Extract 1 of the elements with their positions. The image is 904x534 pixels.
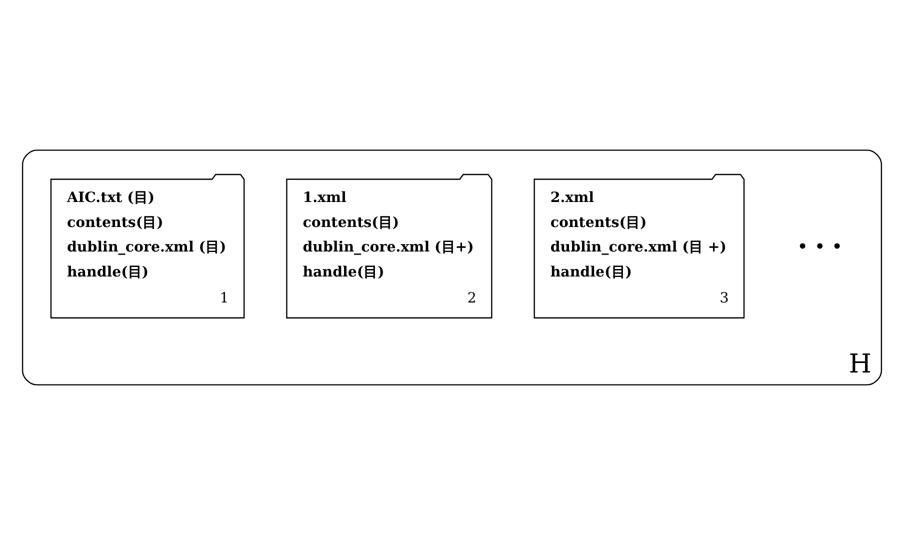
label: • • • [797, 236, 843, 258]
